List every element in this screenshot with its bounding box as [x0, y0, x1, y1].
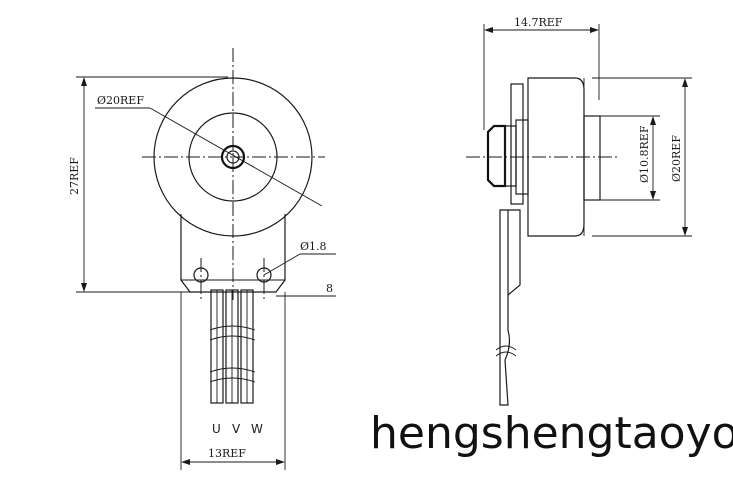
dim-flange: 8 [326, 282, 333, 295]
arrow-bottom [81, 283, 87, 292]
watermark-text: hengshengtaoyou [370, 408, 733, 459]
dim-length: 14.7REF [514, 16, 563, 29]
dim-inner-diameter: Ø10.8REF [638, 125, 651, 183]
dim-height: 27REF [68, 157, 81, 195]
arrow-side-left [484, 27, 493, 33]
front-view: U V W Ø20REF 27REF Ø1.8 8 13REF [68, 48, 336, 470]
pin-label-w: W [251, 422, 263, 436]
bracket-tab-side [507, 209, 521, 296]
dim-outer-diameter: Ø20REF [97, 94, 144, 107]
arrow-inner-top [650, 116, 656, 125]
dia-leader-diag [149, 107, 323, 207]
shaft-side [486, 124, 507, 188]
break-line-1 [495, 345, 517, 351]
arrow-right [276, 459, 285, 465]
wire-bundle [209, 289, 256, 404]
arrow-outer-bottom [682, 227, 688, 236]
bracket-strip-side [499, 209, 511, 406]
break-line-2 [495, 351, 517, 357]
dim-hole-diameter: Ø1.8 [300, 240, 327, 253]
hole-leader-diag [263, 253, 301, 276]
arrow-top [81, 77, 87, 86]
side-view: 14.7REF Ø10.8REF Ø20REF [466, 16, 692, 406]
pin-label-v: V [232, 422, 241, 436]
pin-label-u: U [212, 422, 221, 436]
dim-outer-diameter-side: Ø20REF [670, 135, 683, 182]
arrow-left [181, 459, 190, 465]
arrow-inner-bottom [650, 191, 656, 200]
arrow-side-right [590, 27, 599, 33]
plate-side [510, 83, 524, 205]
rear-cap-side [583, 115, 601, 201]
dim-width: 13REF [208, 447, 246, 460]
arrow-outer-top [682, 78, 688, 87]
